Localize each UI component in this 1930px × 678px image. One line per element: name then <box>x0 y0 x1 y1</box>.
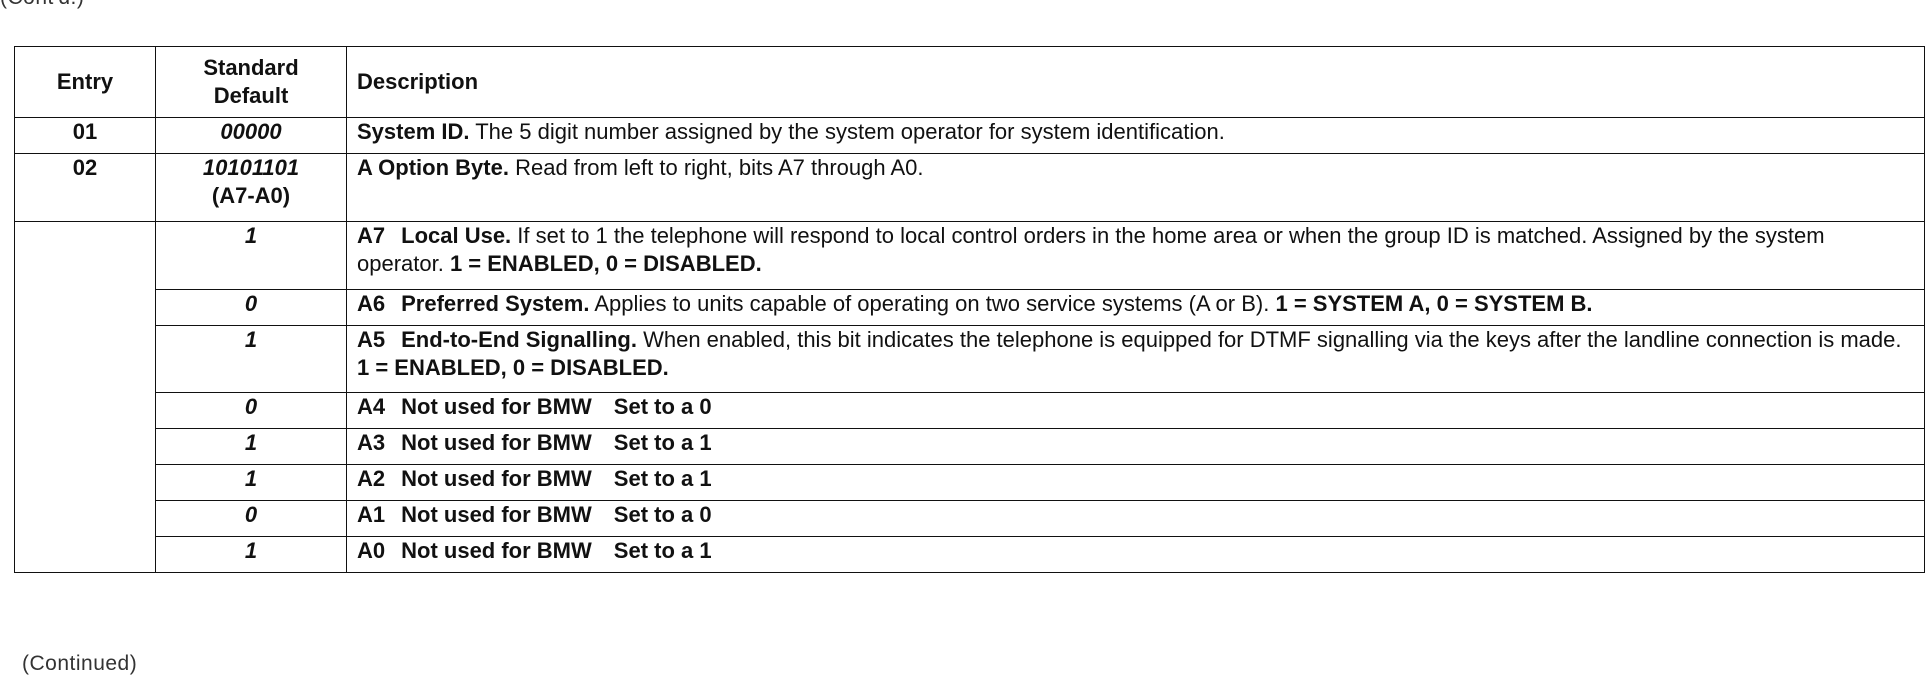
clipped-header-text: (Cont'd.) <box>0 0 84 12</box>
bit-tail: Set to a 1 <box>613 466 712 491</box>
bit-default-cell: 1 <box>155 221 347 290</box>
bit-description-cell: A7 Local Use. If set to 1 the telephone w… <box>346 221 1925 290</box>
bit-lead: End-to-End Signalling. <box>401 327 637 352</box>
option-byte-table: Entry Standard Default Description 01 00… <box>14 46 1925 573</box>
bit-row-a0: 1 A0 Not used for BMW Set to a 1 <box>15 536 1925 573</box>
bit-row-a1: 0 A1 Not used for BMW Set to a 0 <box>15 500 1925 537</box>
default-value: 10101101 <box>202 155 300 180</box>
description-lead: A Option Byte. <box>357 155 509 180</box>
bit-default-cell: 1 <box>155 325 347 393</box>
bit-code: A3 <box>357 430 386 455</box>
bit-code: A6 <box>357 291 386 316</box>
bit-row-a2: 1 A2 Not used for BMW Set to a 1 <box>15 464 1925 501</box>
bit-default-cell: 1 <box>155 464 347 501</box>
default-cell: 10101101 (A7-A0) <box>155 153 347 222</box>
bit-lead: Not used for BMW <box>401 502 592 527</box>
description-cell: System ID. The 5 digit number assigned b… <box>346 117 1925 154</box>
bit-row-a5: 1 A5 End-to-End Signalling. When enabled,… <box>15 325 1925 393</box>
header-entry: Entry <box>14 46 156 118</box>
bit-code: A4 <box>357 394 386 419</box>
bit-lead: Preferred System. <box>401 291 590 316</box>
bit-lead: Not used for BMW <box>401 430 592 455</box>
empty-entry-cell <box>14 221 156 573</box>
bit-tail: Set to a 0 <box>613 502 712 527</box>
bit-default-cell: 1 <box>155 428 347 465</box>
header-default-line2: Default <box>213 83 289 108</box>
table-row: 02 10101101 (A7-A0) A Option Byte. Read … <box>14 153 1925 222</box>
bit-description-cell: A2 Not used for BMW Set to a 1 <box>346 464 1925 501</box>
description-lead: System ID. <box>357 119 470 144</box>
table-header-row: Entry Standard Default Description <box>14 46 1925 118</box>
bit-default-cell: 0 <box>155 289 347 326</box>
header-default-line1: Standard <box>203 55 299 80</box>
bit-code: A0 <box>357 538 386 563</box>
bit-default-cell: 1 <box>155 536 347 573</box>
bit-tail: 1 = ENABLED, 0 = DISABLED. <box>357 355 669 380</box>
bit-row-a6: 0 A6 Preferred System. Applies to units c… <box>15 289 1925 326</box>
bit-row-a7: 1 A7 Local Use. If set to 1 the telephone… <box>14 221 1925 573</box>
header-standard-default: Standard Default <box>155 46 347 118</box>
bit-code: A5 <box>357 327 386 352</box>
bit-text: If set to 1 the telephone will respond t… <box>357 223 1825 276</box>
description-text: Read from left to right, bits A7 through… <box>508 155 924 180</box>
description-cell: A Option Byte. Read from left to right, … <box>346 153 1925 222</box>
clipped-footer-text: (Continued) <box>22 652 138 675</box>
bit-lead: Local Use. <box>401 223 512 248</box>
bit-row-a3: 1 A3 Not used for BMW Set to a 1 <box>15 428 1925 465</box>
entry-cell: 02 <box>14 153 156 222</box>
bit-code: A2 <box>357 466 386 491</box>
bit-lead: Not used for BMW <box>401 394 592 419</box>
bit-default-cell: 0 <box>155 392 347 429</box>
bit-lead: Not used for BMW <box>401 538 592 563</box>
bit-tail: 1 = ENABLED, 0 = DISABLED. <box>449 251 762 276</box>
bit-code: A7 <box>357 223 386 248</box>
default-sub: (A7-A0) <box>211 183 291 208</box>
bit-tail: Set to a 1 <box>613 430 712 455</box>
table-row: 01 00000 System ID. The 5 digit number a… <box>14 117 1925 154</box>
bit-description-cell: A3 Not used for BMW Set to a 1 <box>346 428 1925 465</box>
bit-tail: 1 = SYSTEM A, 0 = SYSTEM B. <box>1275 291 1593 316</box>
bit-default-cell: 0 <box>155 500 347 537</box>
bit-description-cell: A4 Not used for BMW Set to a 0 <box>346 392 1925 429</box>
entry-cell: 01 <box>14 117 156 154</box>
bit-row-a4: 0 A4 Not used for BMW Set to a 0 <box>15 392 1925 429</box>
bit-description-cell: A1 Not used for BMW Set to a 0 <box>346 500 1925 537</box>
description-text: The 5 digit number assigned by the syste… <box>469 119 1225 144</box>
header-description: Description <box>346 46 1925 118</box>
bit-text: Applies to units capable of operating on… <box>589 291 1276 316</box>
bit-description-cell: A5 End-to-End Signalling. When enabled, t… <box>346 325 1925 393</box>
bit-description-cell: A6 Preferred System. Applies to units cap… <box>346 289 1925 326</box>
bit-tail: Set to a 1 <box>613 538 712 563</box>
bit-text: When enabled, this bit indicates the tel… <box>636 327 1902 352</box>
bit-description-cell: A0 Not used for BMW Set to a 1 <box>346 536 1925 573</box>
bit-lead: Not used for BMW <box>401 466 592 491</box>
default-cell: 00000 <box>155 117 347 154</box>
bit-code: A1 <box>357 502 386 527</box>
bit-tail: Set to a 0 <box>613 394 712 419</box>
